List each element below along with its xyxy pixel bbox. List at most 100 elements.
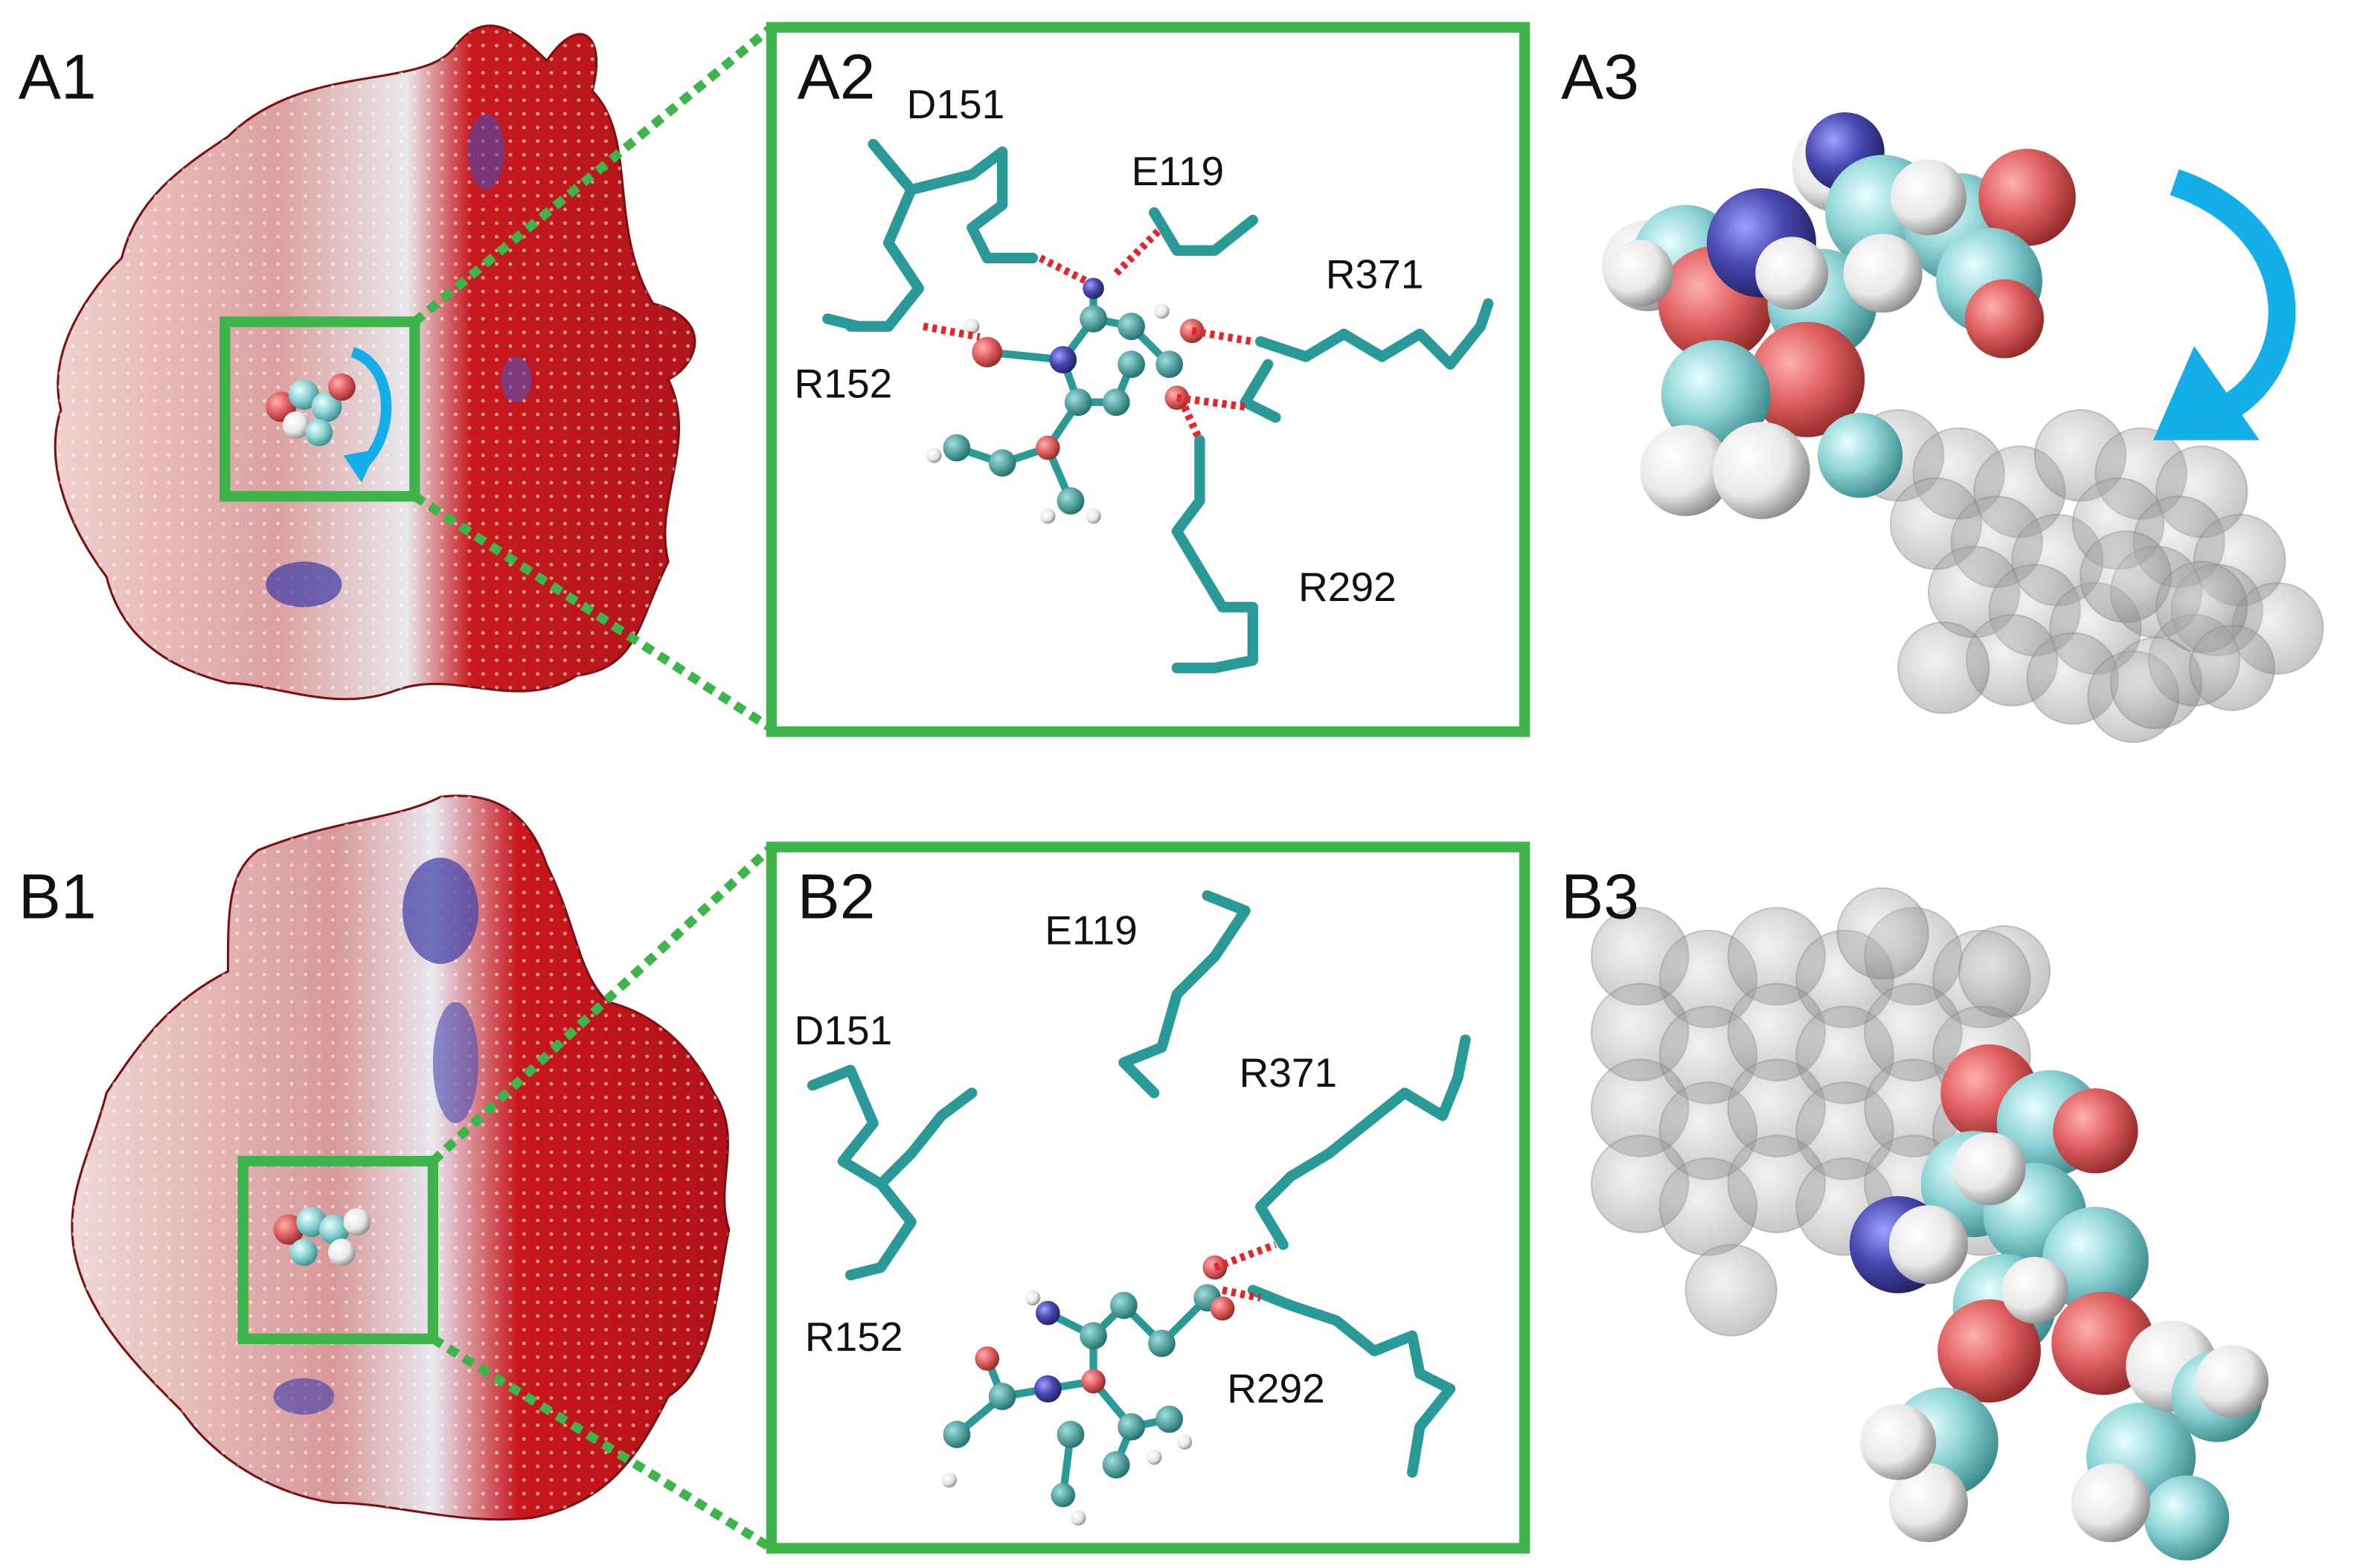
ligand-oxygen-atom xyxy=(975,1346,1000,1371)
residue-label-e119: E119 xyxy=(1132,148,1225,194)
panel-a1-ligand xyxy=(266,373,356,446)
ligand-hydrogen-atom xyxy=(1843,234,1923,313)
zoom-line xyxy=(411,24,775,326)
ligand-carbon-atom xyxy=(1051,1482,1076,1508)
ligand-nitrogen-atom xyxy=(1036,1300,1060,1326)
zoom-box-b1 xyxy=(237,1155,439,1345)
panel-label-b2: B2 xyxy=(798,861,876,933)
ligand-oxygen-atom xyxy=(1937,1299,2041,1403)
ligand-nitrogen-atom xyxy=(1049,346,1077,374)
residue-label-r152: R152 xyxy=(795,361,893,407)
residue-label-d151: D151 xyxy=(907,81,1005,127)
a2-ligand-atoms xyxy=(926,277,1205,524)
panel-label-a3: A3 xyxy=(1561,42,1639,113)
ligand-carbon-atom xyxy=(1080,305,1107,332)
residue-label-r292: R292 xyxy=(1298,564,1397,610)
ligand-hydrogen-atom xyxy=(1606,240,1674,307)
ligand-carbon-atom xyxy=(1155,1405,1183,1433)
ligand-carbon-atom xyxy=(1057,1421,1085,1448)
ligand-hydrogen-atom xyxy=(1086,508,1101,524)
a3-ghost-ligand xyxy=(1851,408,2324,743)
panel-label-b3: B3 xyxy=(1561,861,1639,933)
b2-residue-sticks xyxy=(807,890,1471,1478)
ligand-oxygen-atom xyxy=(1749,321,1865,437)
ligand-carbon-atom xyxy=(1661,340,1771,450)
panel-label-b1: B1 xyxy=(19,861,97,933)
ligand-carbon-atom xyxy=(1118,350,1145,379)
residue-e119-sticks xyxy=(1118,890,1251,1099)
zoom-line xyxy=(412,492,775,733)
ligand-carbon-atom xyxy=(2042,1206,2149,1314)
panel-label-a1: A1 xyxy=(19,42,97,113)
panel-b1-ligand xyxy=(273,1206,371,1266)
ligand-carbon-atom xyxy=(1102,388,1130,417)
residue-label-r371: R371 xyxy=(1239,1050,1337,1096)
ligand-carbon-atom xyxy=(988,1383,1016,1410)
residue-d151-sticks xyxy=(807,1064,978,1189)
ligand-carbon-atom xyxy=(1817,413,1903,498)
ghost-ghost-atom xyxy=(1684,1244,1777,1337)
b3-ligand-spacefill xyxy=(1849,1044,2269,1561)
residue-label-d151: D151 xyxy=(795,1007,893,1053)
ligand-nitrogen-atom xyxy=(1033,1375,1062,1403)
ligand-carbon-atom xyxy=(1102,1450,1130,1479)
ligand-hydrogen-atom xyxy=(1176,1434,1193,1450)
arrow-head-icon xyxy=(2152,346,2260,440)
zoom-line xyxy=(429,844,775,1165)
ligand-hydrogen-atom xyxy=(1146,1449,1162,1465)
ligand-carbon-atom xyxy=(988,449,1016,477)
ligand-hydrogen-atom xyxy=(2001,1256,2068,1324)
ghost-ghost-atom xyxy=(1897,621,1990,715)
ligand-oxygen-atom xyxy=(1210,1296,1235,1321)
ligand-hydrogen-atom xyxy=(1640,425,1731,516)
ligand-carbon-atom xyxy=(1118,1413,1145,1441)
rotation-arrow-icon xyxy=(2170,169,2296,422)
ligand-hydrogen-atom xyxy=(2071,1463,2150,1543)
ligand-hydrogen-atom xyxy=(1890,159,1966,236)
ligand-hydrogen-atom xyxy=(941,1472,957,1488)
ligand-hydrogen-atom xyxy=(1154,303,1170,319)
ligand-hydrogen-atom xyxy=(1025,1290,1041,1305)
arrow-head-icon xyxy=(343,449,377,483)
zoom-line xyxy=(430,1334,775,1552)
detail-box-a2 xyxy=(766,22,1530,737)
ligand-oxygen-atom xyxy=(1964,279,2045,359)
ligand-carbon-atom xyxy=(1110,1291,1138,1320)
ligand-oxygen-atom xyxy=(2053,1088,2138,1174)
ligand-hydrogen-atom xyxy=(1952,1132,2026,1206)
ligand-carbon-atom xyxy=(943,1421,971,1448)
ghost-ghost-atom xyxy=(1836,887,1929,980)
residue-r371-sticks xyxy=(1254,298,1494,370)
residue-r152-sticks xyxy=(822,313,894,332)
residue-r371-sticks xyxy=(1254,1034,1471,1250)
residue-label-r152: R152 xyxy=(805,1314,903,1360)
ligand-carbon-atom xyxy=(2144,1475,2229,1561)
a3-ligand-spacefill xyxy=(1602,112,2076,519)
ghost-ghost-atom xyxy=(1958,925,2051,1018)
ligand-hydrogen-atom xyxy=(1070,1510,1086,1526)
ligand-carbon-atom xyxy=(1118,312,1145,341)
ligand-hydrogen-atom xyxy=(926,447,942,463)
ligand-carbon-atom xyxy=(943,434,971,462)
ligand-hydrogen-atom xyxy=(1888,1463,1968,1543)
ligand-hydrogen-atom xyxy=(1888,1205,1968,1285)
ligand-carbon-atom xyxy=(1148,1329,1176,1357)
ligand-hydrogen-atom xyxy=(1860,1404,1937,1480)
ligand-oxygen-atom xyxy=(1036,435,1060,460)
a2-hbonds xyxy=(923,225,1254,442)
ligand-hydrogen-atom xyxy=(964,318,980,334)
b2-hbonds xyxy=(1214,1241,1278,1302)
zoom-box-a1 xyxy=(219,316,420,502)
residue-label-r292: R292 xyxy=(1227,1366,1325,1412)
ligand-oxygen-atom xyxy=(1978,148,2076,246)
residue-label-e119: E119 xyxy=(1045,907,1138,953)
ligand-oxygen-atom xyxy=(1164,385,1190,410)
ligand-carbon-atom xyxy=(1155,350,1183,379)
panel-label-a2: A2 xyxy=(798,42,876,113)
residue-label-r371: R371 xyxy=(1326,251,1424,298)
b2-ligand-atoms xyxy=(941,1255,1235,1526)
ligand-hydrogen-atom xyxy=(1755,237,1829,310)
ligand-hydrogen-atom xyxy=(1040,508,1056,524)
ghost-ghost-atom xyxy=(2109,637,2203,730)
ligand-hydrogen-atom xyxy=(1713,422,1810,519)
